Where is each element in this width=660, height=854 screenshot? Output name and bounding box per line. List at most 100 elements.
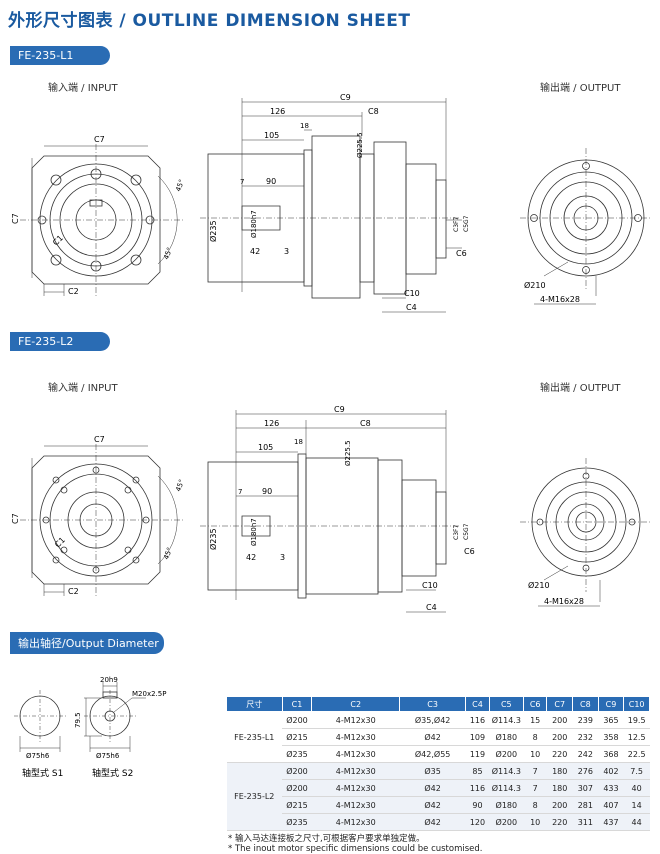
table-cell: 4-M12x30 bbox=[311, 745, 400, 763]
table-cell: 433 bbox=[598, 779, 624, 797]
table-cell: 116 bbox=[465, 711, 490, 729]
table-cell: 220 bbox=[546, 813, 573, 831]
angle-label: 45° bbox=[174, 478, 186, 492]
dia-label-s1: Ø75h6 bbox=[26, 752, 50, 760]
table-cell: 239 bbox=[572, 711, 599, 729]
c4-label: C4 bbox=[406, 303, 417, 312]
dim-42: 42 bbox=[246, 553, 256, 562]
table-cell: 120 bbox=[465, 813, 490, 831]
dim-126: 126 bbox=[264, 419, 279, 428]
table-cell: 358 bbox=[598, 728, 624, 746]
table-cell: 7.5 bbox=[623, 762, 650, 780]
table-cell: Ø114.3 bbox=[489, 711, 524, 729]
c7-label: C7 bbox=[94, 435, 105, 444]
c7-side-label: C7 bbox=[11, 513, 20, 524]
dim-126: 126 bbox=[270, 107, 285, 116]
dia-210: Ø210 bbox=[528, 580, 550, 590]
table-cell: 407 bbox=[598, 796, 624, 814]
table-header-cell: C6 bbox=[522, 696, 548, 712]
angle-label: 45° bbox=[174, 178, 186, 192]
table-cell: 242 bbox=[572, 745, 599, 763]
c7-label: C7 bbox=[94, 135, 105, 144]
c9-label: C9 bbox=[340, 93, 351, 102]
table-cell: Ø42 bbox=[399, 813, 466, 831]
table-model-cell: FE-235-L1 bbox=[226, 711, 283, 763]
dim-3: 3 bbox=[280, 553, 285, 562]
input-flange-drawing-l1: C7 C7 C1 C2 45° 45° bbox=[11, 135, 186, 296]
dim-3: 3 bbox=[284, 247, 289, 256]
thread-label: 4-M16x28 bbox=[544, 597, 584, 606]
table-cell: 12.5 bbox=[623, 728, 650, 746]
table-cell: 180 bbox=[546, 762, 573, 780]
table-cell: 7 bbox=[523, 762, 547, 780]
dia-235: Ø235 bbox=[208, 220, 218, 242]
input-label-l1: 输入端 / INPUT bbox=[48, 83, 118, 94]
output-flange-drawing-l2: Ø210 4-M16x28 bbox=[520, 458, 650, 607]
table-cell: 7 bbox=[523, 779, 547, 797]
table-cell: 402 bbox=[598, 762, 624, 780]
table-cell: 14 bbox=[623, 796, 650, 814]
side-view-drawing-l2: C9 126 C8 105 18 7 90 42 3 Ø235 Ø180h7 Ø… bbox=[200, 405, 475, 613]
section-tag-l1: FE-235-L1 bbox=[10, 46, 110, 65]
table-cell: 4-M12x30 bbox=[311, 779, 400, 797]
c9-label: C9 bbox=[334, 405, 345, 414]
table-cell: 10 bbox=[523, 813, 547, 831]
c5g7-label: C5G7 bbox=[463, 215, 470, 232]
table-cell: 276 bbox=[572, 762, 599, 780]
table-cell: 10 bbox=[523, 745, 547, 763]
keyway-label: 20h9 bbox=[100, 676, 118, 684]
table-header-cell: C2 bbox=[311, 696, 401, 712]
table-cell: 44 bbox=[623, 813, 650, 831]
height-label: 79.5 bbox=[74, 712, 82, 728]
thread-label: 4-M16x28 bbox=[540, 295, 580, 304]
dim-42: 42 bbox=[250, 247, 260, 256]
table-cell: Ø35,Ø42 bbox=[399, 711, 466, 729]
table-cell: Ø114.3 bbox=[489, 762, 524, 780]
table-cell: 4-M12x30 bbox=[311, 762, 400, 780]
table-cell: Ø200 bbox=[282, 779, 312, 797]
dia-225: Ø225.5 bbox=[356, 132, 364, 158]
table-cell: 180 bbox=[546, 779, 573, 797]
table-header-cell: C10 bbox=[623, 696, 650, 712]
input-label-l2: 输入端 / INPUT bbox=[48, 383, 118, 394]
table-cell: Ø200 bbox=[489, 745, 524, 763]
output-flange-drawing-l1: Ø210 4-M16x28 bbox=[520, 148, 650, 305]
shaft-drawings: 20h9 M20x2.5P 79.5 Ø75h6 Ø75h6 轴型式 S1 轴型… bbox=[14, 676, 166, 779]
table-cell: 200 bbox=[546, 728, 573, 746]
table-cell: Ø180 bbox=[489, 796, 524, 814]
c8-label: C8 bbox=[368, 107, 379, 116]
c10-label: C10 bbox=[422, 581, 438, 590]
table-cell: Ø200 bbox=[489, 813, 524, 831]
c6-label: C6 bbox=[456, 249, 467, 258]
table-cell: 281 bbox=[572, 796, 599, 814]
thread-label: M20x2.5P bbox=[132, 690, 166, 698]
dim-105: 105 bbox=[264, 131, 279, 140]
table-cell: 90 bbox=[465, 796, 490, 814]
output-label-l1: 输出端 / OUTPUT bbox=[540, 83, 621, 94]
table-header-cell: C8 bbox=[572, 696, 599, 712]
table-cell: Ø215 bbox=[282, 796, 312, 814]
table-cell: 368 bbox=[598, 745, 624, 763]
c10-label: C10 bbox=[404, 289, 420, 298]
c4-label: C4 bbox=[426, 603, 437, 612]
c6-label: C6 bbox=[464, 547, 475, 556]
table-cell: 311 bbox=[572, 813, 599, 831]
dia-225: Ø225.5 bbox=[344, 440, 352, 466]
dim-7: 7 bbox=[240, 178, 244, 186]
dim-90: 90 bbox=[266, 177, 276, 186]
table-cell: Ø215 bbox=[282, 728, 312, 746]
table-cell: 119 bbox=[465, 745, 490, 763]
input-flange-drawing-l2: C7 C7 C1 C2 45° 45° bbox=[11, 435, 186, 596]
table-cell: Ø42 bbox=[399, 728, 466, 746]
c8-label: C8 bbox=[360, 419, 371, 428]
dim-90: 90 bbox=[262, 487, 272, 496]
table-cell: 109 bbox=[465, 728, 490, 746]
table-cell: 116 bbox=[465, 779, 490, 797]
dim-18: 18 bbox=[294, 438, 303, 446]
c2-label: C2 bbox=[68, 287, 79, 296]
